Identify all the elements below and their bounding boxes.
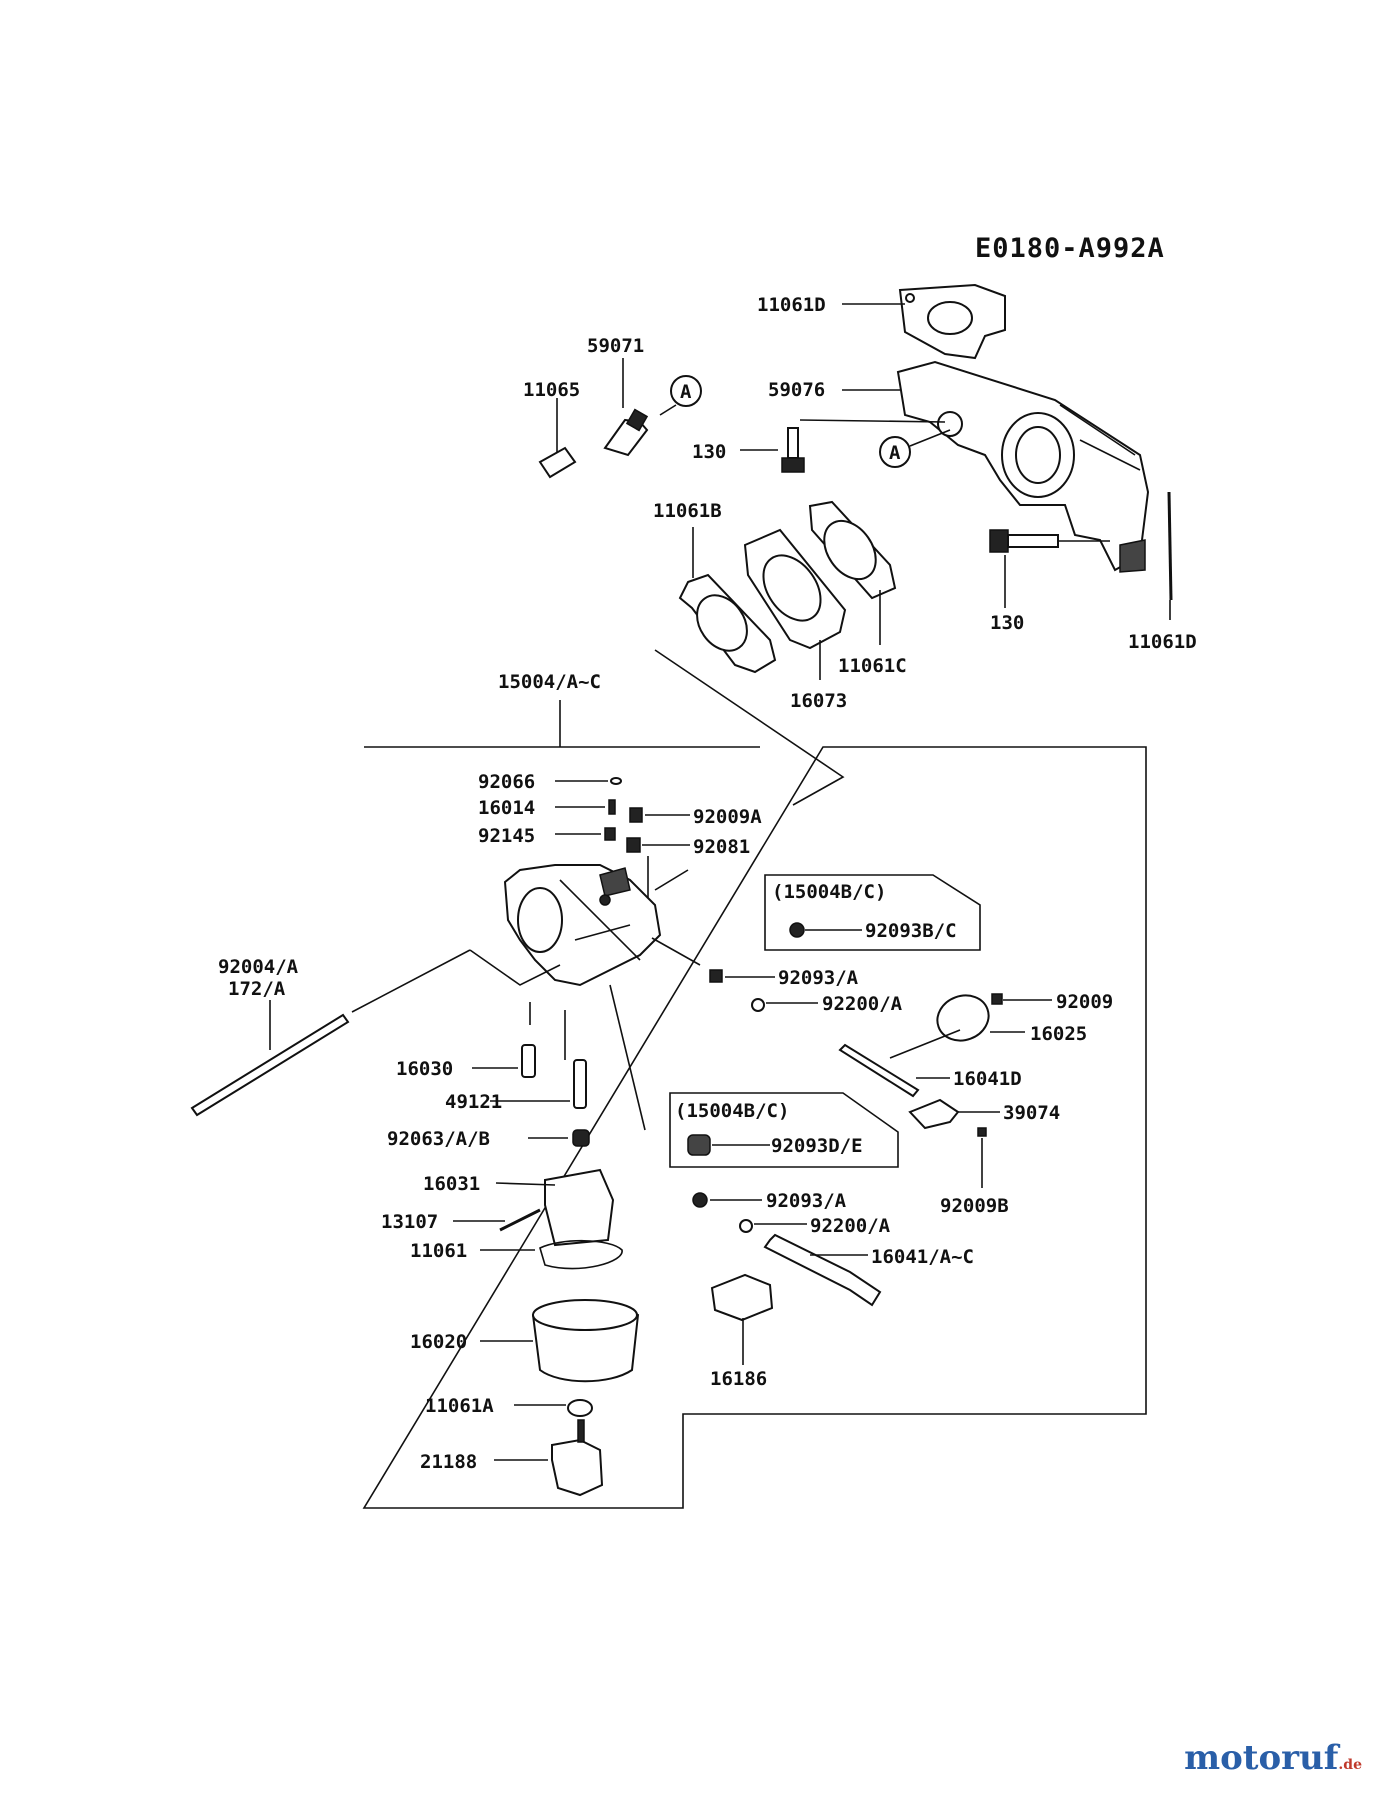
washer-92200a-2	[739, 1219, 753, 1233]
pin-11065	[538, 446, 577, 479]
label-39074: 39074	[1003, 1102, 1060, 1124]
nut-92093de	[687, 1134, 711, 1156]
label-16014: 16014	[478, 797, 535, 819]
bolt-130-bottom	[1007, 534, 1059, 548]
manifold-end	[1119, 539, 1146, 573]
label-16020: 16020	[410, 1331, 467, 1353]
label-172a: 172/A	[228, 978, 286, 1000]
label-16073: 16073	[790, 690, 847, 712]
label-92145: 92145	[478, 825, 535, 847]
inset-1-title: (15004B/C)	[772, 881, 886, 903]
label-92066: 92066	[478, 771, 535, 793]
label-13107: 13107	[381, 1211, 438, 1233]
label-92081: 92081	[693, 836, 750, 858]
solenoid-pin	[577, 1419, 585, 1443]
label-92200a-2: 92200/A	[810, 1215, 891, 1237]
label-92093bc: 92093B/C	[865, 920, 957, 942]
bolt-130-top	[787, 427, 799, 459]
label-92009: 92009	[1056, 991, 1113, 1013]
label-11061d-right: 11061D	[1128, 631, 1197, 653]
manifold-fitting	[937, 411, 963, 437]
label-21188: 21188	[420, 1451, 477, 1473]
nut-92093bc	[789, 922, 805, 938]
solenoid-21188	[551, 1438, 604, 1497]
plug-92063	[572, 1129, 590, 1147]
label-92009b: 92009B	[940, 1195, 1009, 1217]
callout-a-right-text: A	[889, 442, 901, 464]
stud-92004a	[190, 1013, 350, 1117]
gasket-hole	[905, 293, 915, 303]
plug-92145	[604, 827, 616, 841]
label-16186: 16186	[710, 1368, 767, 1390]
bowl-rim	[532, 1299, 638, 1331]
diagram-code: E0180-A992A	[975, 233, 1165, 264]
gasket-11061a	[567, 1399, 593, 1417]
label-11061: 11061	[410, 1240, 467, 1262]
label-92004a: 92004/A	[218, 956, 299, 978]
throttle-plate-16186	[710, 1273, 774, 1322]
label-59071: 59071	[587, 335, 644, 357]
carb-top-boss	[599, 867, 631, 897]
label-59076: 59076	[768, 379, 825, 401]
jet-16014	[608, 799, 616, 815]
fitting-hex	[625, 408, 649, 432]
screw-92009a	[629, 807, 643, 823]
label-130-top: 130	[692, 441, 726, 463]
bolt-130-bottom-head	[989, 529, 1009, 553]
label-11061b: 11061B	[653, 500, 722, 522]
spring-92081	[626, 837, 641, 853]
label-11061a: 11061A	[425, 1395, 494, 1417]
watermark: motoruf.de	[1184, 1738, 1362, 1778]
spacer-port	[762, 554, 822, 622]
label-130-bottom: 130	[990, 612, 1024, 634]
label-11065: 11065	[523, 379, 580, 401]
float-16031	[544, 1168, 615, 1247]
jet-16030	[521, 1044, 536, 1078]
callout-a-right	[879, 436, 911, 468]
gasket-11061b-port	[696, 594, 748, 652]
label-92009a: 92009A	[693, 806, 762, 828]
screw-92009b	[977, 1127, 987, 1137]
label-16025: 16025	[1030, 1023, 1087, 1045]
label-15004: 15004/A~C	[498, 671, 601, 693]
label-49121: 49121	[445, 1091, 502, 1113]
nozzle-49121	[573, 1059, 587, 1109]
washer-92200a-1	[751, 998, 765, 1012]
label-92093a-1: 92093/A	[778, 967, 859, 989]
carb-jet-port	[599, 894, 611, 906]
watermark-suffix: .de	[1338, 1757, 1362, 1773]
label-92200a-1: 92200/A	[822, 993, 903, 1015]
label-92093a-2: 92093/A	[766, 1190, 847, 1212]
callout-a-left	[670, 375, 702, 407]
callout-a-left-text: A	[680, 381, 692, 403]
label-16031: 16031	[423, 1173, 480, 1195]
nut-92093a-1	[709, 969, 723, 983]
bolt-head	[781, 457, 805, 473]
screw-92009	[991, 993, 1003, 1005]
manifold-port-inner	[1015, 426, 1061, 484]
carburetor-bore	[517, 887, 563, 953]
label-92063: 92063/A/B	[387, 1128, 490, 1150]
label-16030: 16030	[396, 1058, 453, 1080]
nut-92093a-2	[692, 1192, 708, 1208]
label-92093de: 92093D/E	[771, 1135, 863, 1157]
ring-11061	[539, 1239, 623, 1270]
watermark-text: motoruf	[1184, 1738, 1339, 1778]
choke-plate-16025	[936, 994, 990, 1042]
gasket-port	[927, 301, 973, 335]
label-16041d: 16041D	[953, 1068, 1022, 1090]
inset-2-title: (15004B/C)	[675, 1100, 789, 1122]
lever-39074	[908, 1098, 960, 1130]
gasket-11061c-port	[823, 519, 877, 581]
o-ring-92066	[610, 777, 622, 785]
shaft-16041d	[838, 1043, 920, 1098]
label-11061c: 11061C	[838, 655, 907, 677]
shaft-16041ac	[763, 1233, 882, 1307]
label-11061d-top: 11061D	[757, 294, 826, 316]
label-16041ac: 16041/A~C	[871, 1246, 974, 1268]
